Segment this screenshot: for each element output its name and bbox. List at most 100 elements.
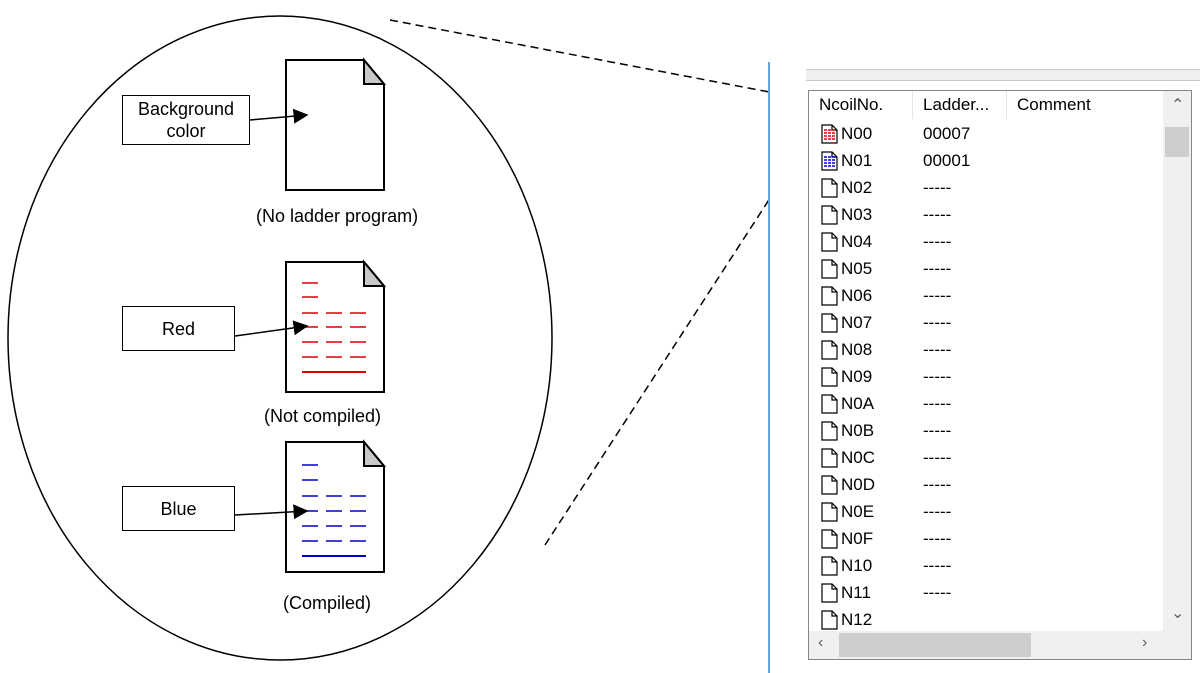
coil-number: N05: [841, 259, 873, 278]
blank-file-icon: [821, 502, 838, 522]
scroll-up-icon[interactable]: ⌃: [1171, 97, 1185, 114]
list-item[interactable]: N0B -----: [809, 417, 1163, 444]
blank-file-icon: [821, 178, 838, 198]
panel-toolbar-strip: [806, 69, 1200, 81]
background-color-label: Background color: [122, 95, 250, 145]
ladder-value: -----: [923, 421, 952, 440]
list-item[interactable]: N0C -----: [809, 444, 1163, 471]
coil-number: N0A: [841, 394, 875, 413]
list-item[interactable]: N07 -----: [809, 309, 1163, 336]
list-item[interactable]: N09-----: [809, 363, 1163, 390]
list-header: NcoilNo. Ladder... Comment: [809, 91, 1163, 119]
vertical-scrollbar[interactable]: ⌃ ⌄: [1163, 91, 1191, 631]
blank-file-icon: [821, 583, 838, 603]
blank-file-icon: [821, 394, 838, 414]
coil-number: N0D: [841, 475, 876, 494]
coil-number: N11: [841, 583, 871, 602]
ladder-value: -----: [923, 178, 952, 197]
scroll-down-icon[interactable]: ⌄: [1171, 605, 1185, 622]
list-item[interactable]: N10-----: [809, 552, 1163, 579]
coil-number: N0F: [841, 529, 874, 548]
list-item[interactable]: N04 -----: [809, 228, 1163, 255]
arrow-blue: [234, 504, 309, 520]
coil-number: N07: [841, 313, 873, 332]
ladder-value: -----: [923, 205, 952, 224]
ladder-value: 00001: [923, 151, 971, 170]
compiled-caption: (Compiled): [283, 593, 372, 613]
ladder-value: -----: [923, 232, 952, 251]
list-item[interactable]: N11 -----: [809, 579, 1163, 606]
blank-file-icon: [821, 529, 838, 549]
coil-number: N09: [841, 367, 873, 386]
ladder-value: -----: [923, 529, 952, 548]
blue-file-icon: [821, 151, 838, 171]
ladder-value: -----: [923, 394, 952, 413]
scroll-right-icon[interactable]: ›: [1142, 634, 1148, 651]
list-item[interactable]: N03 -----: [809, 201, 1163, 228]
ladder-value: -----: [923, 259, 952, 278]
blank-file-icon: [821, 367, 838, 387]
coil-number: N04: [841, 232, 873, 251]
blank-file-icon: [821, 475, 838, 495]
coil-number: N0C: [841, 448, 876, 467]
coil-number: N02: [841, 178, 873, 197]
list-item[interactable]: N05 -----: [809, 255, 1163, 282]
coil-number: N01: [841, 151, 873, 170]
list-item[interactable]: N01 00001: [809, 147, 1163, 174]
list-item[interactable]: N12: [809, 606, 1163, 633]
no-ladder-caption: (No ladder program): [256, 206, 419, 226]
column-header-ladder[interactable]: Ladder...: [913, 91, 1007, 119]
ladder-value: -----: [923, 475, 952, 494]
list-item[interactable]: N0E -----: [809, 498, 1163, 525]
blank-file-icon: [821, 556, 838, 576]
blank-file-icon: [821, 205, 838, 225]
red-document-icon: [285, 259, 387, 393]
coil-number: N06: [841, 286, 873, 305]
blank-file-icon: [821, 259, 838, 279]
coil-number: N08: [841, 340, 873, 359]
list-item[interactable]: N08 -----: [809, 336, 1163, 363]
ladder-value: -----: [923, 448, 952, 467]
not-compiled-caption: (Not compiled): [264, 406, 382, 426]
list-item[interactable]: N0F -----: [809, 525, 1163, 552]
scrollbar-corner: [1163, 631, 1191, 659]
zoom-dashed-line-top: [389, 19, 823, 103]
red-file-icon: [821, 124, 838, 144]
list-item[interactable]: N0A -----: [809, 390, 1163, 417]
blank-file-icon: [821, 232, 838, 252]
ladder-value: -----: [923, 286, 952, 305]
blank-file-icon: [821, 313, 838, 333]
scroll-left-icon[interactable]: ‹: [818, 634, 824, 651]
arrow-red: [234, 320, 309, 337]
coil-number: N12: [841, 610, 873, 629]
ladder-value: -----: [923, 502, 952, 521]
blank-file-icon: [821, 448, 838, 468]
list-item[interactable]: N0D -----: [809, 471, 1163, 498]
column-header-comment[interactable]: Comment: [1017, 95, 1091, 114]
blank-document-icon: [285, 57, 387, 191]
ladder-value: -----: [923, 340, 952, 359]
list-item[interactable]: N02 -----: [809, 174, 1163, 201]
blue-document-icon: [285, 439, 387, 573]
column-header-coil[interactable]: NcoilNo.: [809, 91, 913, 119]
blank-file-icon: [821, 286, 838, 306]
coil-number: N00: [841, 124, 873, 143]
ladder-value: -----: [923, 583, 952, 602]
coil-number: N0E: [841, 502, 875, 521]
coil-number: N0B: [841, 421, 875, 440]
horizontal-scrollbar[interactable]: ‹ ›: [809, 631, 1163, 659]
ladder-value: -----: [923, 313, 952, 332]
red-label: Red: [122, 306, 235, 351]
horizontal-scroll-thumb[interactable]: [839, 633, 1031, 657]
arrow-background: [249, 108, 309, 124]
coil-number: N03: [841, 205, 873, 224]
blue-label: Blue: [122, 486, 235, 531]
blank-file-icon: [821, 421, 838, 441]
coil-number: N10: [841, 556, 873, 575]
list-item[interactable]: N06 -----: [809, 282, 1163, 309]
blank-file-icon: [821, 610, 838, 630]
vertical-scroll-thumb[interactable]: [1165, 127, 1189, 157]
